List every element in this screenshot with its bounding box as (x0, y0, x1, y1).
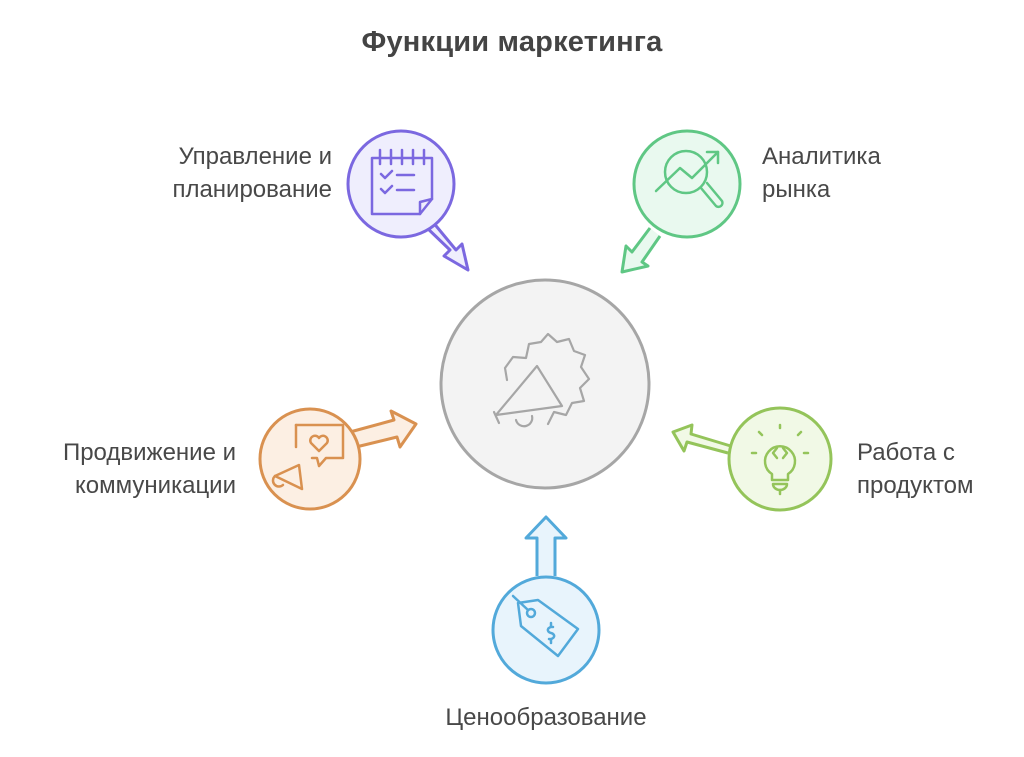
megaphone-burst-icon (492, 332, 591, 428)
label-line: продуктом (857, 472, 974, 499)
label-line: Продвижение и (62, 439, 236, 466)
checklist-notepad-icon (370, 148, 434, 216)
price-tag-icon (511, 594, 580, 658)
label-line: планирование (172, 176, 332, 203)
label-line: Ценообразование (445, 704, 647, 731)
center-node (439, 278, 651, 490)
node-analytics (620, 129, 742, 274)
node-product (671, 406, 833, 512)
label-line: Работа с (857, 439, 955, 466)
node-pricing (491, 515, 601, 685)
label-line: коммуникации (75, 472, 236, 499)
label-product: Работа с продуктом (857, 436, 1017, 502)
node-planning (346, 129, 470, 272)
node-promotion (258, 407, 418, 511)
lightbulb-code-icon (750, 423, 810, 496)
label-pricing: Ценообразование (396, 701, 696, 734)
label-line: Управление и (178, 143, 333, 170)
label-analytics: Аналитика рынка (762, 140, 962, 206)
diagram-title: Функции маркетинга (361, 26, 663, 58)
label-line: рынка (762, 176, 831, 203)
label-promotion: Продвижение и коммуникации (8, 436, 236, 502)
megaphone-chat-heart-icon (271, 423, 345, 491)
label-line: Аналитика (762, 143, 881, 170)
label-planning: Управление и планирование (110, 140, 332, 206)
market-analysis-icon (654, 149, 724, 209)
